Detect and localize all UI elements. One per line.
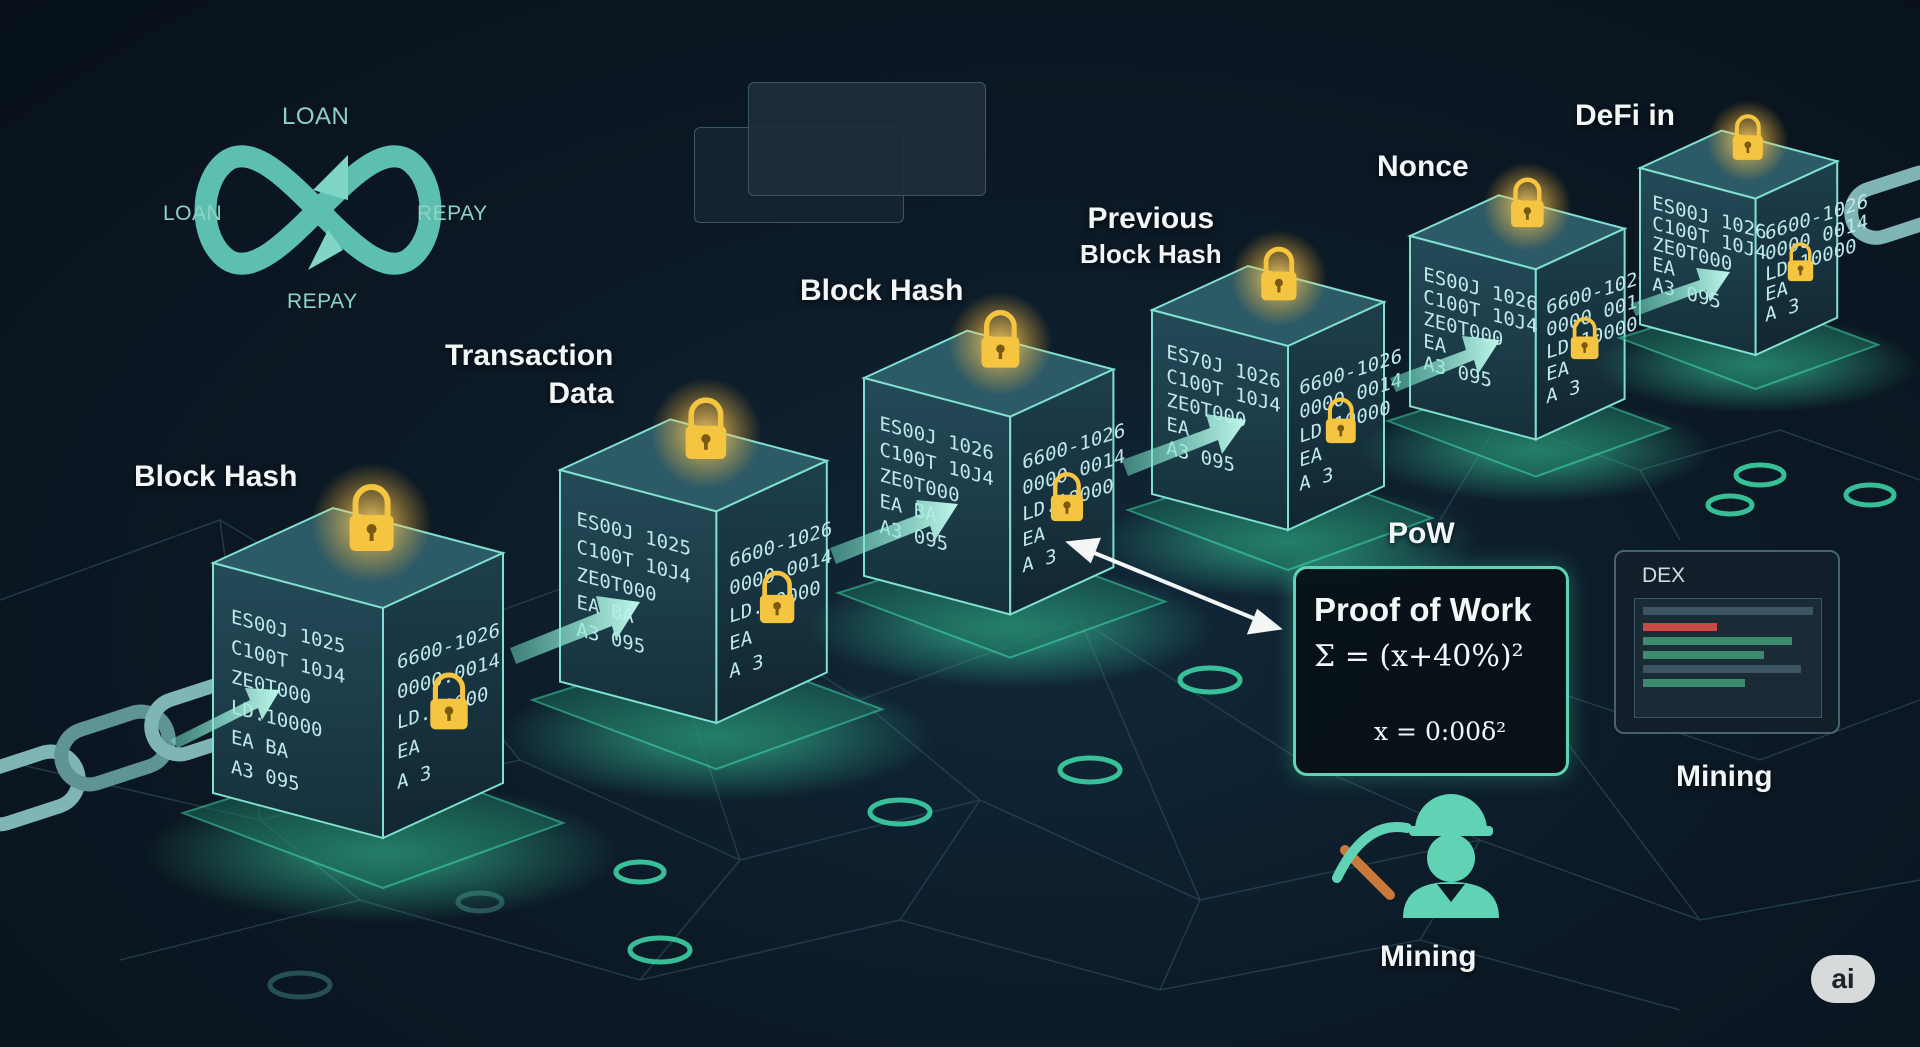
cube-code-line: EA [729,626,752,656]
loan-top-label: LOAN [282,103,350,130]
block-5-title: Nonce [1377,150,1469,183]
pow-subformula: x = 0:00δ² [1374,717,1507,746]
repay-bottom-label: REPAY [287,290,358,313]
cube-code-line: EA [1652,252,1675,281]
cube-code-line: EA [1299,442,1322,472]
dex-title: DEX [1642,564,1686,587]
pow-title: Proof of Work [1314,591,1532,628]
cube-code-line: EA [397,734,420,764]
loan-repay-loop-icon [194,145,442,275]
pow-formula: Σ = (x+40%)² [1314,639,1524,674]
block-3-title: Block Hash [800,274,964,307]
proof-of-work-box: Proof of Work Σ = (x+40%)² x = 0:00δ² [1293,566,1569,776]
cube-code-line: EA [1166,412,1189,441]
block-1-title: Block Hash [134,460,298,493]
loan-left-label: LOAN [163,202,223,225]
dex-caption: Mining [1676,760,1773,793]
cube-code-line: EA [1022,522,1045,552]
block-2-title: Transaction Data [445,339,614,410]
pow-link-arrow [1065,537,1283,635]
miner-icon [1332,794,1499,918]
dex-window: DEX [1614,550,1840,734]
miner-caption: Mining [1380,940,1477,973]
pickaxe-icon [1332,822,1412,883]
cube-code-line: EA [1765,276,1788,306]
cube-code-line: EA [1423,329,1446,358]
cube-code-line: EA [1546,356,1569,386]
ai-badge: ai [1811,955,1875,1003]
pow-heading: PoW [1388,517,1455,550]
block-link-arrows [170,268,1730,748]
dashboard-panel-front [748,82,986,196]
block-6-title: DeFi in [1575,99,1676,132]
repay-right-label: REPAY [417,202,488,225]
dex-table [1634,598,1822,718]
block-4-title: Previous Block Hash [1080,202,1222,269]
